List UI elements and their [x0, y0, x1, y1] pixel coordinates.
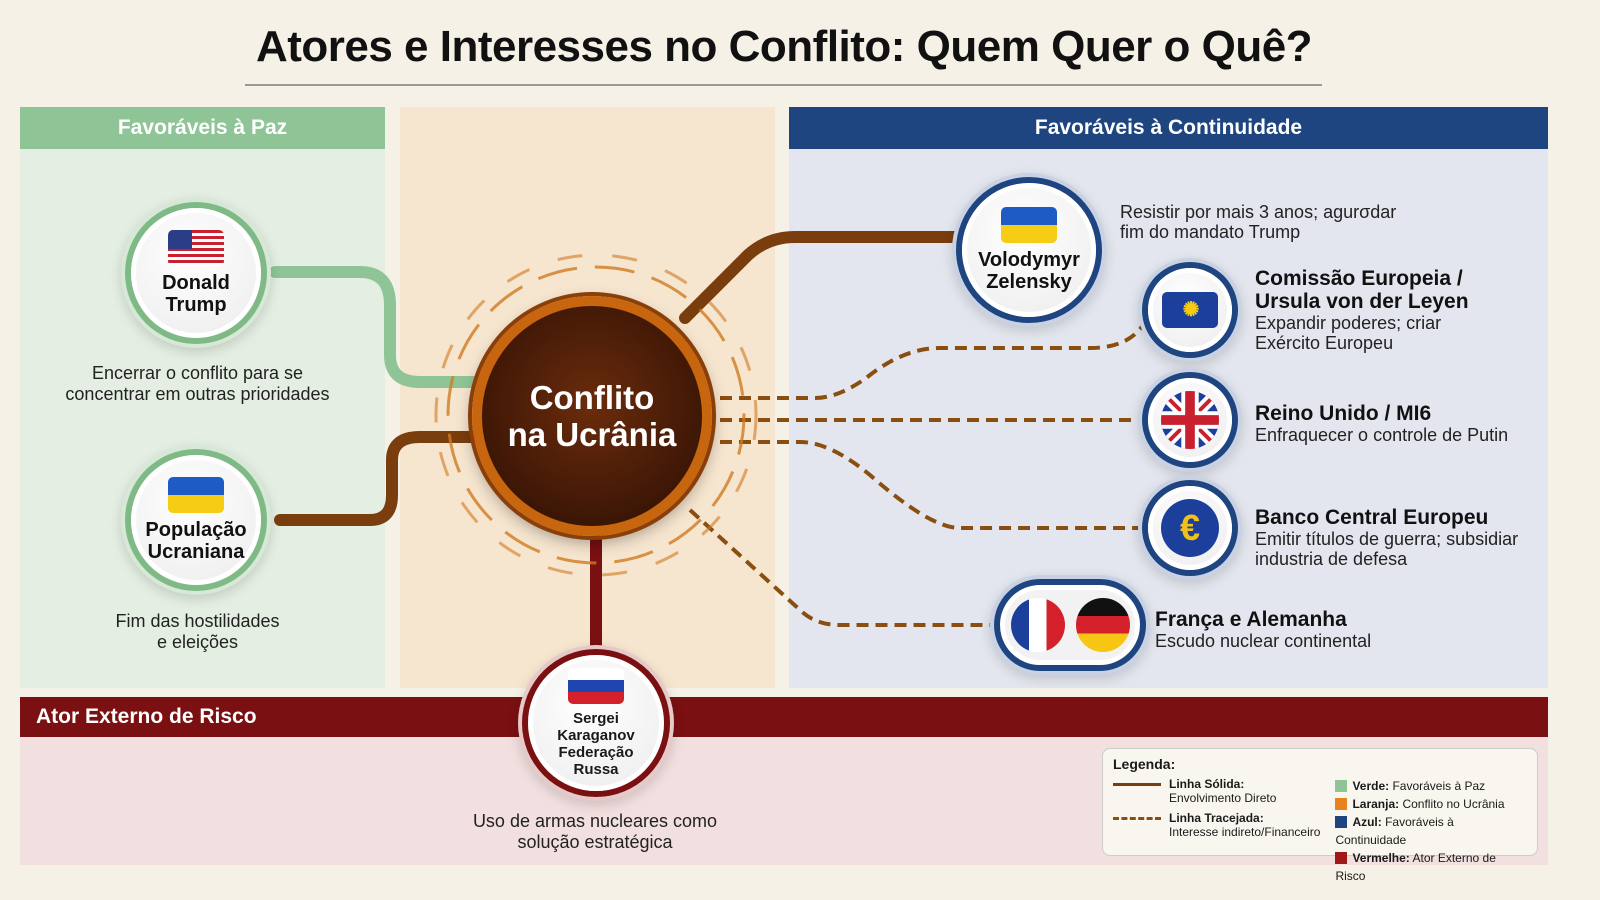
legend-blue: Azul: Favoráveis à Continuidade — [1335, 813, 1527, 849]
legend-dashed-label: Linha Tracejada: — [1169, 811, 1264, 825]
frde-link — [688, 508, 995, 627]
legend-text: Ator Externo de Risco — [1335, 851, 1496, 883]
uk-name: Reino Unido / MI6 — [1255, 402, 1432, 425]
zelensky-name2: Zelensky — [986, 271, 1072, 293]
karaganov-desc: Uso de armas nucleares como solução estr… — [420, 811, 770, 853]
ecb-node: € — [1148, 486, 1232, 570]
center-line1: Conflito — [529, 379, 655, 416]
uk-node — [1148, 378, 1232, 462]
trump-name1: Donald — [162, 272, 230, 294]
trump-desc2: concentrar em outras prioridades — [65, 384, 330, 404]
zelensky-name1: Volodymyr — [978, 249, 1080, 271]
karaganov-desc1: Uso de armas nucleares como — [472, 811, 718, 831]
zelensky-node: Volodymyr Zelensky — [962, 183, 1096, 317]
trump-desc: Encerrar o conflito para se concentrar e… — [30, 363, 365, 405]
legend-text: Favoráveis à Continuidade — [1335, 815, 1454, 847]
population-desc2: e eleições — [156, 632, 239, 652]
ukraine-flag-icon — [1001, 207, 1057, 243]
ecb-desc1: Emitir títulos de guerra; subsidiar — [1255, 529, 1519, 549]
ecb-text: Banco Central Europeu Emitir títulos de … — [1255, 506, 1518, 569]
center-rings — [434, 253, 758, 577]
zelensky-desc: Resistir por mais 3 anos; agurσdar fim d… — [1120, 202, 1396, 242]
legend-key: Vermelhe: — [1352, 851, 1410, 865]
ecb-desc2: industria de defesa — [1255, 549, 1408, 569]
population-name1: População — [145, 519, 247, 541]
germany-flag-icon — [1075, 598, 1130, 652]
peace-header: Favoráveis à Paz — [20, 107, 385, 149]
blue-swatch-icon — [1335, 816, 1348, 828]
eu-name1: Comissão Europeia / — [1255, 267, 1463, 290]
population-name2: Ucraniana — [147, 541, 245, 563]
population-link — [274, 431, 486, 526]
eu-flag-icon: ✺ — [1162, 292, 1218, 328]
ecb-name: Banco Central Europeu — [1255, 506, 1489, 529]
russia-flag-icon — [568, 668, 624, 704]
zelensky-link — [679, 231, 961, 324]
eu-desc1: Expandir poderes; criar — [1255, 313, 1442, 333]
peace-panel: Favoráveis à Paz — [20, 107, 385, 688]
zelensky-desc1: Resistir por mais 3 anos; agurσdar — [1120, 202, 1397, 222]
uk-desc: Enfraquecer o controle de Putin — [1255, 425, 1509, 445]
us-flag-icon — [168, 230, 224, 266]
eu-link — [720, 320, 1147, 400]
trump-desc1: Encerrar o conflito para se — [91, 363, 304, 383]
page-title: Atores e Interesses no Conflito: Quem Qu… — [255, 22, 1313, 71]
red-swatch-icon — [1335, 852, 1348, 864]
trump-node: Donald Trump — [131, 208, 261, 338]
eu-node: ✺ — [1148, 268, 1232, 352]
zelensky-desc2: fim do mandato Trump — [1120, 222, 1301, 242]
karaganov-node: Sergei Karaganov Federação Russa — [528, 655, 664, 791]
trump-link — [269, 266, 486, 388]
legend-solid-desc: Envolvimento Direto — [1169, 791, 1277, 805]
green-swatch-icon — [1335, 780, 1348, 792]
france-flag-icon — [1010, 598, 1065, 652]
population-desc: Fim das hostilidades e eleições — [30, 611, 365, 653]
euro-icon: € — [1161, 499, 1219, 557]
legend-text: Favoráveis à Paz — [1389, 779, 1486, 793]
ukraine-flag-icon — [168, 477, 224, 513]
orange-swatch-icon — [1335, 798, 1348, 810]
legend-green: Verde: Favoráveis à Paz — [1335, 777, 1527, 795]
legend-red: Vermelhe: Ator Externo de Risco — [1335, 849, 1527, 885]
title-divider — [245, 84, 1322, 86]
legend-key: Laranja: — [1352, 797, 1400, 811]
legend-key: Azul: — [1352, 815, 1382, 829]
dashed-line-icon — [1113, 817, 1161, 839]
legend: Legenda: Linha Sólida:Envolvimento Diret… — [1102, 748, 1538, 883]
france-germany-node — [1000, 585, 1140, 665]
eu-text: Comissão Europeia / Ursula von der Leyen… — [1255, 267, 1469, 353]
solid-line-icon — [1113, 783, 1161, 786]
frde-text: França e Alemanha Escudo nuclear contine… — [1155, 608, 1371, 651]
eu-desc2: Exército Europeu — [1255, 333, 1394, 353]
karaganov-desc2: solução estratégica — [517, 832, 673, 852]
legend-title: Legenda: — [1113, 756, 1176, 772]
center-line2: na Ucrânia — [507, 416, 677, 453]
ecb-link — [720, 440, 1140, 530]
karaganov-name2: Federação — [558, 744, 634, 761]
conflict-center-node: Conflito na Ucrânia — [472, 296, 712, 536]
trump-name2: Trump — [165, 294, 227, 316]
legend-key: Verde: — [1352, 779, 1390, 793]
legend-orange: Laranja: Conflito no Ucrânia — [1335, 795, 1527, 813]
continuity-header: Favoráveis à Continuidade — [789, 107, 1548, 149]
legend-text: Conflito no Ucrânia — [1399, 797, 1505, 811]
risk-header: Ator Externo de Risco — [20, 697, 1548, 737]
population-desc1: Fim das hostilidades — [115, 611, 280, 631]
frde-name: França e Alemanha — [1155, 608, 1347, 631]
frde-desc: Escudo nuclear continental — [1155, 631, 1372, 651]
uk-text: Reino Unido / MI6 Enfraquecer o controle… — [1255, 402, 1508, 445]
eu-name2: Ursula von der Leyen — [1255, 290, 1469, 313]
uk-flag-icon — [1161, 391, 1219, 449]
karaganov-name3: Russa — [573, 761, 619, 778]
legend-solid-label: Linha Sólida: — [1169, 777, 1245, 791]
legend-dashed-desc: Interesse indireto/Financeiro — [1169, 825, 1321, 839]
karaganov-name1: Sergei Karaganov — [557, 710, 635, 744]
population-node: População Ucraniana — [131, 455, 261, 585]
